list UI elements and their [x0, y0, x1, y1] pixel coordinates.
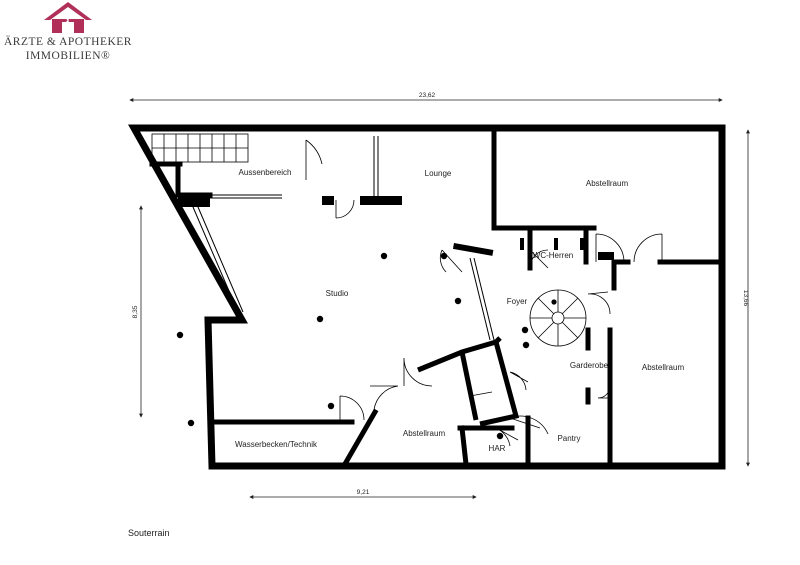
room-label-pantry: Pantry: [557, 434, 580, 443]
house-caduceus-icon: [44, 2, 92, 33]
staircase-top: [151, 133, 249, 163]
thin-partitions: [189, 136, 495, 341]
dimension-bottom: 9,21: [357, 489, 370, 496]
room-label-abstellraum-top: Abstellraum: [586, 179, 629, 188]
room-label-garderobe: Garderobe: [570, 361, 609, 370]
room-label-abstellraum-bottom: Abstellraum: [403, 429, 446, 438]
room-label-wasserbecken: Wasserbecken/Technik: [235, 440, 318, 449]
dimension-top: 23,62: [419, 92, 436, 99]
dimension-lines: [129, 98, 750, 499]
room-label-aussenbereich: Aussenbereich: [239, 168, 292, 177]
company-logo: ÄRZTE & APOTHEKER IMMOBILIEN®: [0, 0, 140, 70]
wall-stubs: [178, 195, 614, 260]
outer-walls: [128, 124, 726, 470]
storage-block-walls: [417, 336, 520, 427]
room-label-lounge: Lounge: [425, 169, 452, 178]
ceiling-lights: [176, 252, 557, 440]
room-label-studio: Studio: [326, 289, 349, 298]
logo-text-line2: IMMOBILIEN®: [25, 50, 111, 62]
room-label-foyer: Foyer: [507, 297, 528, 306]
dimension-left: 8,35: [132, 305, 139, 318]
dimension-right: 13,66: [742, 290, 749, 307]
dimension-labels: 23,62 13,66 8,35 9,21: [132, 92, 749, 496]
floor-level-label: Souterrain: [128, 528, 170, 538]
room-label-abstellraum-right: Abstellraum: [642, 363, 685, 372]
room-label-wc-herren: WC-Herren: [533, 251, 573, 260]
room-labels: Aussenbereich Lounge Abstellraum WC-Herr…: [235, 168, 684, 453]
interior-walls: [149, 127, 723, 468]
spiral-staircase: [529, 289, 587, 347]
logo-text-line1: ÄRZTE & APOTHEKER: [4, 36, 132, 48]
room-label-har: HAR: [489, 444, 506, 453]
door-swings: [305, 139, 663, 447]
